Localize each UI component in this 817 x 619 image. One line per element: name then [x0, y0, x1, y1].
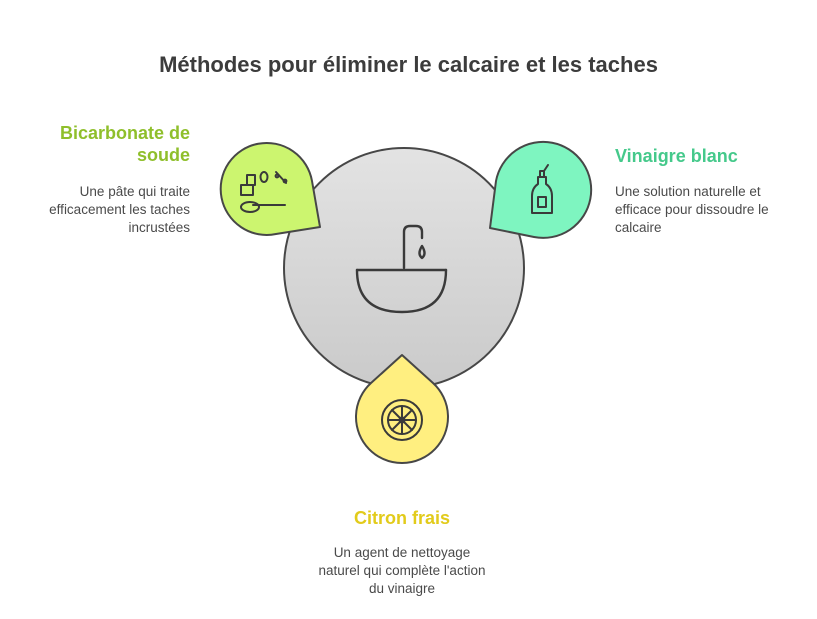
label-vinaigre: Vinaigre blanc [615, 146, 738, 166]
desc-citron: Un agent de nettoyage naturel qui complè… [318, 545, 486, 596]
faucet-sink-icon [355, 224, 448, 314]
desc-vinaigre: Une solution naturelle et efficace pour … [615, 184, 769, 235]
bubble-bicarbonate [219, 142, 321, 236]
diagram-title: Méthodes pour éliminer le calcaire et le… [159, 52, 658, 77]
bubble-vinaigre [489, 140, 593, 239]
bubble-citron [355, 354, 449, 464]
label-citron: Citron frais [353, 508, 450, 528]
center-circle [283, 147, 525, 389]
vinegar-bottle-icon [531, 164, 553, 214]
baking-soda-scoop-icon [240, 171, 288, 213]
lemon-slice-icon [381, 399, 423, 441]
label-bicarbonate: Bicarbonate de soude [59, 123, 190, 165]
desc-bicarbonate: Une pâte qui traite efficacement les tac… [49, 184, 190, 235]
